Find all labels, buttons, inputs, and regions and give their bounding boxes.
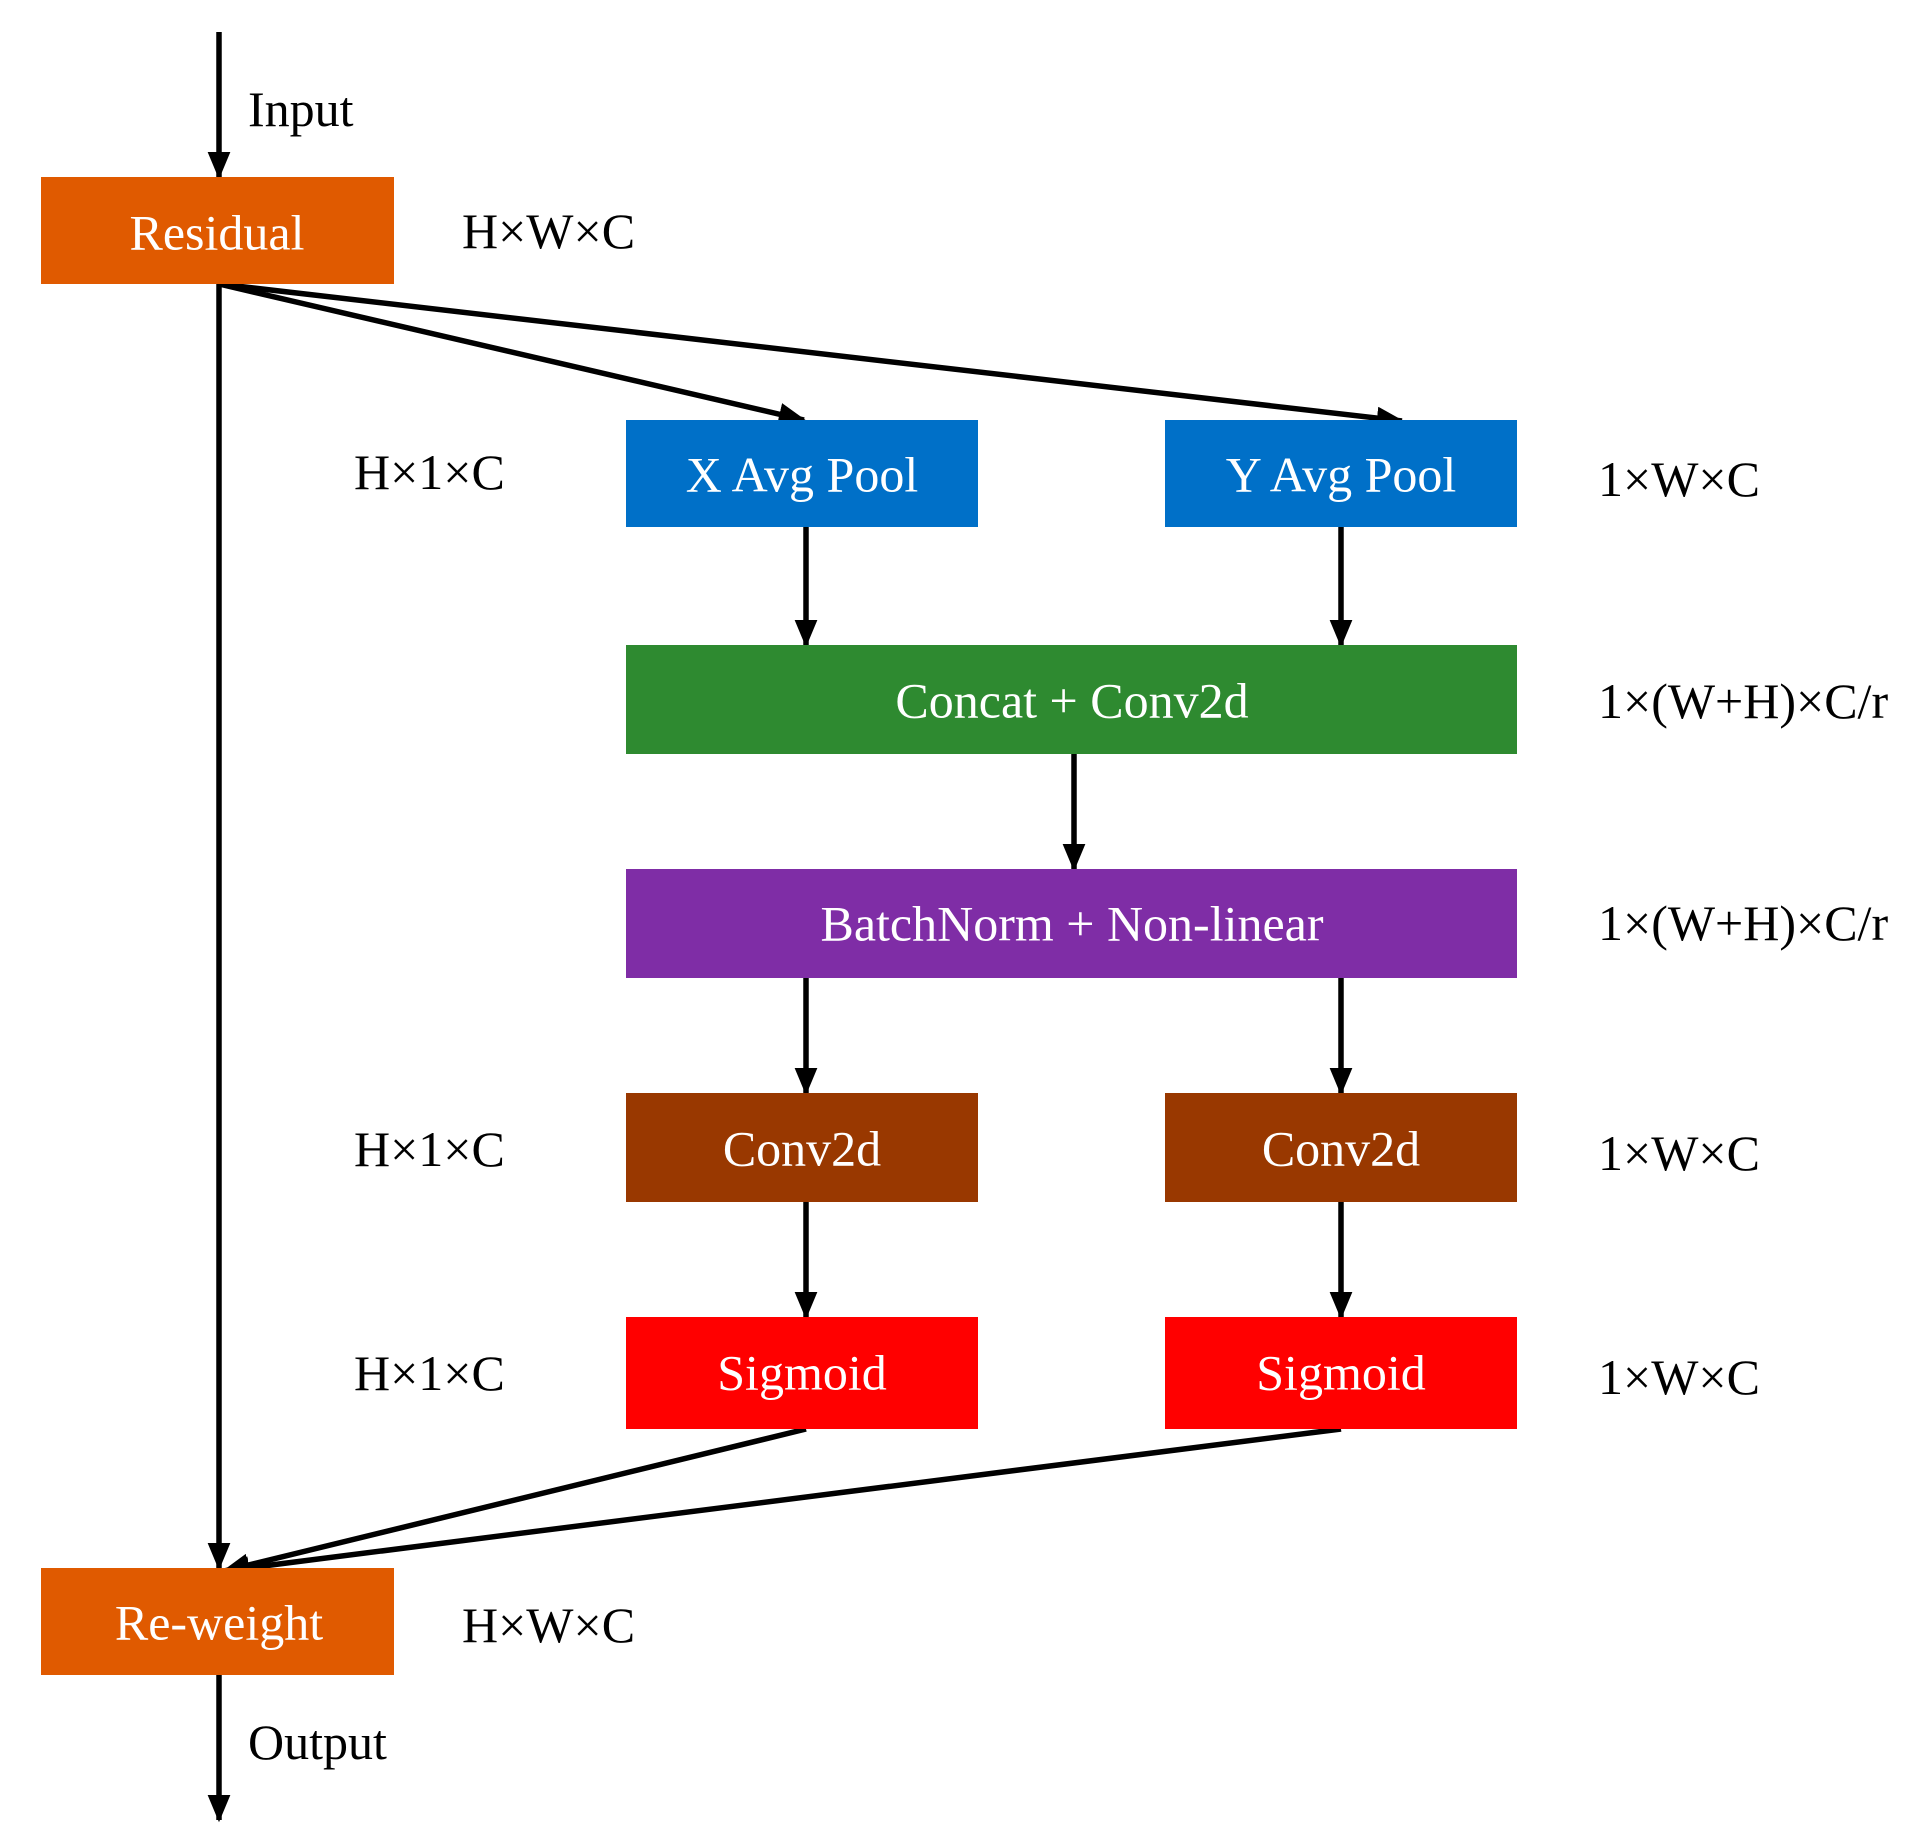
y-avg-pool-box bbox=[1165, 420, 1517, 527]
reweight-label: Re-weight bbox=[115, 1594, 323, 1650]
dim-label-y-pool: 1×W×C bbox=[1598, 451, 1760, 507]
residual-block: Residual bbox=[41, 177, 394, 284]
concat-conv2d-box bbox=[626, 645, 1517, 754]
concat-conv2d-block: Concat + Conv2d bbox=[626, 645, 1517, 754]
batchnorm-box bbox=[626, 869, 1517, 978]
dim-label-x-conv: H×1×C bbox=[354, 1121, 505, 1177]
dim-label-batchnorm: 1×(W+H)×C/r bbox=[1598, 895, 1888, 951]
dim-label-concat: 1×(W+H)×C/r bbox=[1598, 673, 1888, 729]
dim-label-x-pool: H×1×C bbox=[354, 444, 505, 500]
x-avg-pool-block: X Avg Pool bbox=[626, 420, 978, 527]
x-sigmoid-box bbox=[626, 1317, 978, 1429]
y-sigmoid-block: Sigmoid bbox=[1165, 1317, 1517, 1429]
dim-label-x-sigmoid: H×1×C bbox=[354, 1345, 505, 1401]
ysigmoid-to-reweight-arrow bbox=[221, 1426, 1342, 1580]
arrows bbox=[207, 32, 1405, 1823]
output-label: Output bbox=[248, 1714, 387, 1770]
dim-label-y-sigmoid: 1×W×C bbox=[1598, 1349, 1760, 1405]
x-sigmoid-block: Sigmoid bbox=[626, 1317, 978, 1429]
reweight-box bbox=[41, 1568, 394, 1675]
batchnorm-label: BatchNorm + Non-linear bbox=[820, 895, 1323, 951]
x-avg-pool-label: X Avg Pool bbox=[686, 446, 918, 502]
residual-to-xpool-arrow bbox=[218, 281, 807, 426]
xsigmoid-to-reweight-arrow bbox=[221, 1426, 807, 1577]
batchnorm-block: BatchNorm + Non-linear bbox=[626, 869, 1517, 978]
dim-label-residual: H×W×C bbox=[462, 203, 635, 259]
x-avg-pool-box bbox=[626, 420, 978, 527]
y-conv2d-block: Conv2d bbox=[1165, 1093, 1517, 1202]
x-conv2d-block: Conv2d bbox=[626, 1093, 978, 1202]
residual-to-ypool-arrow bbox=[218, 281, 1405, 430]
y-conv2d-label: Conv2d bbox=[1262, 1120, 1420, 1176]
y-sigmoid-box bbox=[1165, 1317, 1517, 1429]
input-label: Input bbox=[248, 81, 354, 137]
x-conv2d-label: Conv2d bbox=[723, 1120, 881, 1176]
concat-conv2d-label: Concat + Conv2d bbox=[895, 672, 1248, 728]
reweight-block: Re-weight bbox=[41, 1568, 394, 1675]
x-conv2d-box bbox=[626, 1093, 978, 1202]
y-avg-pool-block: Y Avg Pool bbox=[1165, 420, 1517, 527]
x-sigmoid-label: Sigmoid bbox=[717, 1344, 886, 1400]
dim-label-reweight: H×W×C bbox=[462, 1597, 635, 1653]
residual-label: Residual bbox=[130, 204, 305, 260]
dim-label-y-conv: 1×W×C bbox=[1598, 1125, 1760, 1181]
y-sigmoid-label: Sigmoid bbox=[1256, 1344, 1425, 1400]
y-conv2d-box bbox=[1165, 1093, 1517, 1202]
residual-box bbox=[41, 177, 394, 284]
y-avg-pool-label: Y Avg Pool bbox=[1226, 446, 1457, 502]
